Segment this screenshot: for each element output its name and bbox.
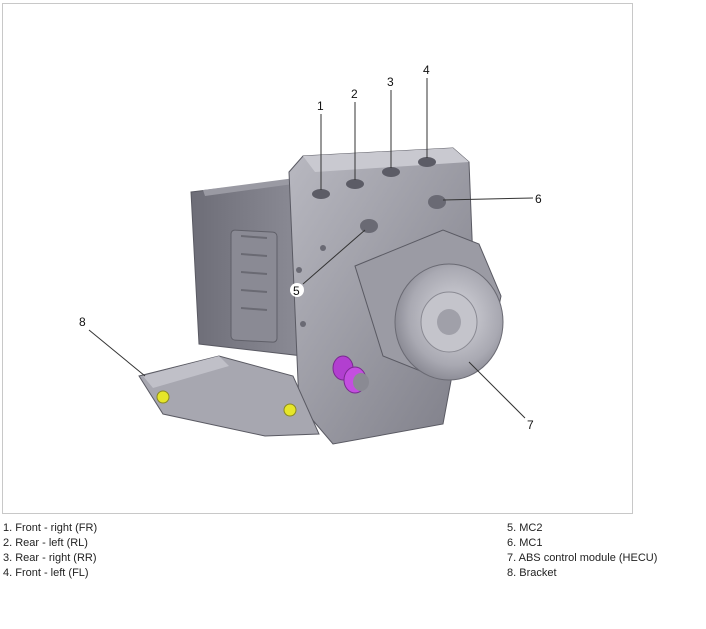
callout-7: 7: [527, 418, 534, 432]
callout-5: 5: [293, 284, 300, 298]
figure-frame: 1 2 3 4 5 6 7 8: [2, 3, 633, 514]
legend-item: 4. Front - left (FL): [3, 567, 89, 579]
pump-motor: [354, 229, 504, 381]
bracket: [138, 355, 320, 437]
legend-right: 5. MC2 6. MC1 7. ABS control module (HEC…: [507, 521, 657, 581]
legend-item: 8. Bracket: [507, 567, 557, 579]
callout-2: 2: [351, 87, 358, 101]
legend-item: 3. Rear - right (RR): [3, 552, 97, 564]
callout-3: 3: [387, 75, 394, 89]
abs-unit-illustration: 1 2 3 4 5 6 7 8: [79, 63, 542, 445]
ecu-housing: [190, 178, 304, 357]
leader-lines: [88, 78, 534, 419]
legend-item: 7. ABS control module (HECU): [507, 552, 658, 564]
motor-connector: [332, 355, 369, 394]
callout-5-disc: [290, 283, 304, 297]
callout-6: 6: [535, 192, 542, 206]
legend-item: 5. MC2: [507, 522, 543, 534]
callout-4: 4: [423, 63, 430, 77]
legend-left: 1. Front - right (FR) 2. Rear - left (RL…: [3, 521, 97, 581]
legend-item: 6. MC1: [507, 537, 543, 549]
callout-1: 1: [317, 99, 324, 113]
legend-item: 1. Front - right (FR): [3, 522, 98, 534]
legend-item: 2. Rear - left (RL): [3, 537, 88, 549]
callout-8: 8: [79, 315, 86, 329]
